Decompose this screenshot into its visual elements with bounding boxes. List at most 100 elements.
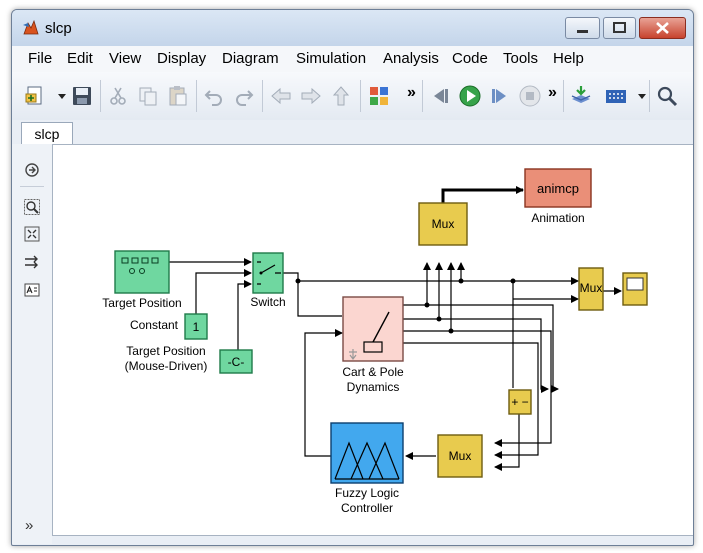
expand-palette-button[interactable]: »: [25, 517, 34, 534]
toolbar-separator: [196, 80, 197, 112]
constant-label: Constant: [130, 318, 179, 332]
cart-label-2: Dynamics: [347, 380, 400, 394]
target-mouse-block[interactable]: -C- Target Position (Mouse-Driven): [125, 344, 253, 374]
controller-mux-block[interactable]: Mux: [437, 434, 483, 478]
animation-mux-block[interactable]: Mux: [418, 202, 468, 246]
menu-display[interactable]: Display: [157, 50, 207, 67]
library-browser-button[interactable]: [367, 84, 391, 108]
scope-mux-block[interactable]: Mux: [578, 267, 604, 311]
mux-label: Mux: [580, 281, 603, 295]
toolbar-overflow-2[interactable]: »: [548, 84, 557, 101]
step-back-icon: [434, 89, 448, 103]
toolbar-separator: [100, 80, 101, 112]
mux-label: Mux: [449, 449, 472, 463]
hide-browser-icon[interactable]: [24, 162, 40, 178]
back-button[interactable]: [269, 84, 293, 108]
play-icon: [459, 85, 481, 107]
constant-block[interactable]: 1 Constant: [130, 313, 208, 340]
stop-button[interactable]: [518, 84, 542, 108]
animcp-block[interactable]: animcp Animation: [524, 168, 592, 225]
search-icon: [657, 86, 678, 107]
tab-slcp[interactable]: slcp: [21, 122, 73, 145]
fit-to-view-icon[interactable]: [24, 226, 40, 242]
scope-block[interactable]: [622, 272, 648, 306]
stop-icon: [519, 85, 541, 107]
switch-block[interactable]: Switch: [250, 252, 286, 309]
cart-label-1: Cart & Pole: [342, 365, 404, 379]
library-browser-icon: [370, 87, 388, 105]
save-button[interactable]: [70, 84, 94, 108]
sample-time-button[interactable]: [604, 84, 628, 108]
run-button[interactable]: [458, 84, 482, 108]
sum-signs: + −: [511, 395, 528, 409]
sum-block[interactable]: + −: [508, 389, 532, 415]
build-icon: [571, 86, 591, 103]
target-position-label: Target Position: [102, 296, 181, 310]
new-model-icon: [25, 86, 42, 105]
target-mouse-symbol: -C-: [228, 355, 245, 369]
signal-routing-icon[interactable]: [24, 254, 40, 270]
arrow-up-icon: [332, 86, 350, 106]
up-button[interactable]: [329, 84, 353, 108]
maximize-icon: [613, 22, 626, 33]
new-model-button[interactable]: [24, 84, 48, 108]
menu-simulation[interactable]: Simulation: [296, 50, 367, 67]
model-canvas[interactable]: Target Position 1 Constant -C- Target Po…: [52, 144, 694, 536]
toolbar-separator: [262, 80, 263, 112]
menu-tools[interactable]: Tools: [503, 50, 539, 67]
menu-analysis[interactable]: Analysis: [383, 50, 439, 67]
menu-diagram[interactable]: Diagram: [222, 50, 279, 67]
block-diagram[interactable]: Target Position 1 Constant -C- Target Po…: [53, 145, 694, 535]
redo-icon: [236, 90, 254, 106]
toolbar-overflow-1[interactable]: »: [407, 84, 416, 101]
step-forward-icon: [492, 89, 506, 103]
forward-button[interactable]: [299, 84, 323, 108]
menu-file[interactable]: File: [28, 50, 53, 67]
redo-button[interactable]: [232, 84, 256, 108]
annotation-icon[interactable]: [24, 282, 40, 298]
minimize-icon: [577, 30, 588, 33]
find-button[interactable]: [655, 84, 679, 108]
undo-button[interactable]: [202, 84, 226, 108]
minimize-button[interactable]: [565, 17, 600, 39]
chevron-down-icon: [638, 94, 646, 99]
copy-button[interactable]: [136, 84, 160, 108]
save-icon: [73, 87, 91, 105]
step-back-button[interactable]: [428, 84, 452, 108]
paste-icon: [169, 86, 187, 106]
target-position-block[interactable]: Target Position: [102, 250, 182, 310]
step-forward-button[interactable]: [488, 84, 512, 108]
build-button[interactable]: [569, 84, 593, 108]
toolbar-separator: [360, 80, 361, 112]
animcp-label: animcp: [537, 181, 579, 196]
simulink-app-icon: [23, 19, 39, 35]
undo-icon: [204, 90, 222, 106]
close-button[interactable]: [639, 17, 686, 39]
menu-edit[interactable]: Edit: [67, 50, 93, 67]
sample-time-dropdown[interactable]: [630, 84, 646, 108]
title-bar: slcp: [12, 10, 693, 46]
cut-button[interactable]: [106, 84, 130, 108]
junction-dots: [295, 278, 516, 334]
cart-pole-block[interactable]: Cart & Pole Dynamics: [342, 296, 404, 394]
scissors-icon: [110, 87, 126, 105]
fuzzy-logic-controller-block[interactable]: Fuzzy Logic Controller: [330, 422, 404, 515]
maximize-button[interactable]: [603, 17, 636, 39]
constant-value: 1: [193, 320, 200, 334]
signal-lines: [169, 258, 622, 471]
sample-time-icon: [606, 90, 626, 103]
new-model-dropdown[interactable]: [50, 84, 66, 108]
menu-view[interactable]: View: [109, 50, 142, 67]
menu-code[interactable]: Code: [452, 50, 488, 67]
paste-button[interactable]: [166, 84, 190, 108]
arrow-right-icon: [301, 87, 321, 105]
target-mouse-label-2: (Mouse-Driven): [125, 359, 208, 373]
menu-help[interactable]: Help: [553, 50, 584, 67]
zoom-in-icon[interactable]: [24, 199, 40, 215]
window-title: slcp: [45, 20, 72, 37]
toolbar-separator: [649, 80, 650, 112]
fuzzy-label-1: Fuzzy Logic: [335, 486, 399, 500]
arrow-left-icon: [271, 87, 291, 105]
simulink-window: slcp File Edit View Display Diagram Simu…: [11, 9, 694, 546]
main-toolbar: » »: [12, 72, 693, 121]
